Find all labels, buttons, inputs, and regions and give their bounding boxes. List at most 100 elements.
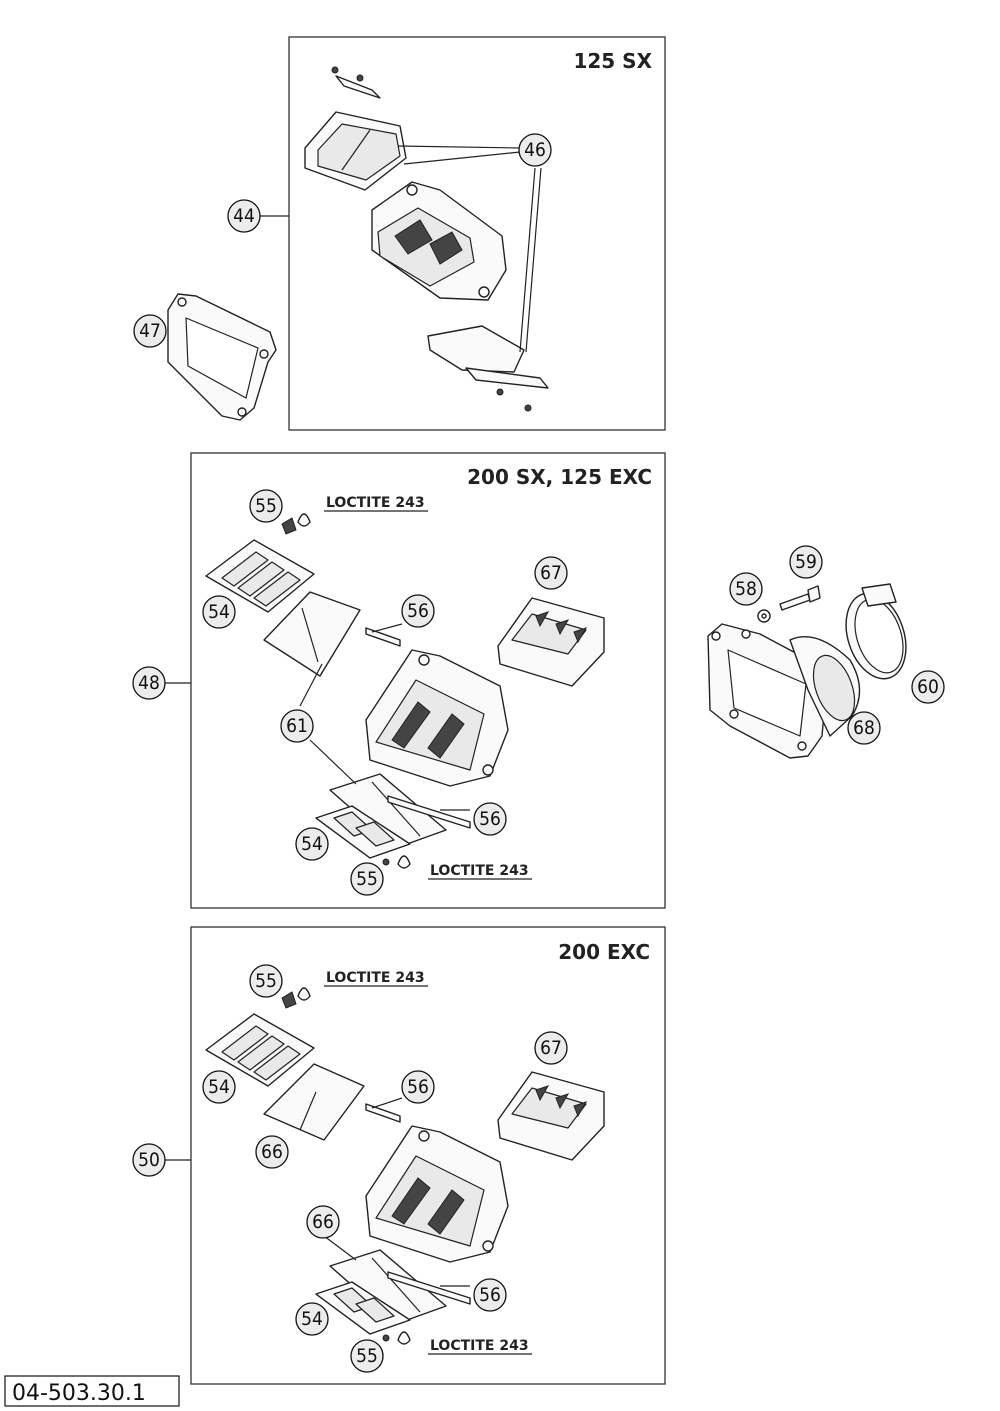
pin-lower-200exc: [387, 1271, 471, 1305]
reed-cover-200exc: [497, 1071, 605, 1161]
leader-56-upper: [371, 623, 403, 633]
reed-petal-lower: [427, 325, 549, 412]
screw-and-loctite-bottom-200exc: [382, 1331, 411, 1345]
svg-text:55: 55: [356, 868, 378, 890]
svg-text:66: 66: [261, 1141, 283, 1163]
reed-gasket: [167, 293, 277, 421]
callout-59[interactable]: 59: [789, 545, 823, 579]
svg-text:67: 67: [540, 562, 562, 584]
leader-46-a: [397, 145, 521, 149]
intake-flange: [707, 623, 861, 759]
panel-200exc-title: 200 EXC: [558, 940, 650, 964]
callout-54-c[interactable]: 54: [202, 1070, 236, 1104]
svg-text:56: 56: [407, 600, 429, 622]
callout-66-a[interactable]: 66: [255, 1135, 289, 1169]
panel-200sx-title: 200 SX, 125 EXC: [467, 465, 652, 489]
callout-55-a[interactable]: 55: [249, 489, 283, 523]
callout-47[interactable]: 47: [133, 314, 167, 348]
svg-text:56: 56: [479, 808, 501, 830]
pin-lower: [387, 795, 471, 829]
callout-67-b[interactable]: 67: [534, 1031, 568, 1065]
washer: [757, 609, 771, 623]
leader-66-lower: [323, 1235, 357, 1261]
callout-56-c[interactable]: 56: [401, 1070, 435, 1104]
callout-55-b[interactable]: 55: [350, 862, 384, 896]
top-reed-stop-plate: [331, 66, 381, 99]
loctite-label-3: LOCTITE 243: [326, 970, 425, 986]
callout-56-b[interactable]: 56: [473, 802, 507, 836]
leader-56-upper-200exc: [371, 1097, 403, 1109]
reed-cover-200sx: [497, 597, 605, 687]
leader-61-upper: [299, 663, 323, 707]
callout-56-d[interactable]: 56: [473, 1278, 507, 1312]
hose-clamp: [845, 583, 907, 680]
callout-55-d[interactable]: 55: [350, 1339, 384, 1373]
svg-text:56: 56: [407, 1076, 429, 1098]
svg-text:55: 55: [255, 495, 277, 517]
reference-number: 04-503.30.1: [12, 1381, 146, 1406]
reed-block-200exc: [365, 1125, 509, 1263]
reed-block-200sx: [365, 649, 509, 787]
callout-46[interactable]: 46: [518, 133, 552, 167]
screw-and-loctite-top: [281, 513, 311, 535]
svg-text:47: 47: [139, 320, 161, 342]
svg-text:54: 54: [301, 1308, 323, 1330]
reed-petal-upper: [304, 111, 407, 191]
leader-46-c: [519, 167, 536, 353]
reed-petal-upper-200exc: [263, 1063, 365, 1141]
reed-stop-plate-upper-200exc: [205, 1013, 315, 1087]
leader-61-lower: [309, 739, 357, 785]
callout-60[interactable]: 60: [911, 670, 945, 704]
svg-text:56: 56: [479, 1284, 501, 1306]
svg-text:68: 68: [853, 717, 875, 739]
callout-61[interactable]: 61: [280, 709, 314, 743]
reed-stop-plate-lower-200exc: [315, 1281, 411, 1335]
svg-text:58: 58: [735, 578, 757, 600]
callout-54-a[interactable]: 54: [202, 595, 236, 629]
svg-text:60: 60: [917, 676, 939, 698]
reed-petal-upper-200sx: [263, 591, 361, 677]
callout-58[interactable]: 58: [729, 572, 763, 606]
leader-46-b: [403, 151, 521, 165]
svg-text:54: 54: [208, 601, 230, 623]
svg-text:44: 44: [233, 205, 255, 227]
svg-text:67: 67: [540, 1037, 562, 1059]
callout-50[interactable]: 50: [132, 1143, 166, 1177]
callout-68[interactable]: 68: [847, 711, 881, 745]
svg-text:54: 54: [301, 833, 323, 855]
pin-upper-200exc: [365, 1103, 401, 1123]
svg-text:61: 61: [286, 715, 308, 737]
pin-upper: [365, 627, 401, 647]
reed-valve-body: [371, 181, 507, 301]
svg-text:54: 54: [208, 1076, 230, 1098]
callout-48[interactable]: 48: [132, 666, 166, 700]
panel-125sx: 125 SX: [167, 36, 666, 431]
leader-46-d: [525, 167, 542, 353]
intake-flange-group: [707, 583, 907, 759]
callout-56-a[interactable]: 56: [401, 594, 435, 628]
callout-44[interactable]: 44: [227, 199, 261, 233]
svg-text:59: 59: [795, 551, 817, 573]
svg-text:48: 48: [138, 672, 160, 694]
svg-text:46: 46: [524, 139, 546, 161]
reference-number-box: 04-503.30.1: [4, 1375, 180, 1407]
callout-54-b[interactable]: 54: [295, 827, 329, 861]
callout-67-a[interactable]: 67: [534, 556, 568, 590]
callout-54-d[interactable]: 54: [295, 1302, 329, 1336]
loctite-label-1: LOCTITE 243: [326, 495, 425, 511]
loctite-label-2: LOCTITE 243: [430, 863, 529, 879]
screw-and-loctite-top-200exc: [281, 987, 311, 1009]
reed-stop-plate-upper: [205, 539, 315, 613]
svg-text:50: 50: [138, 1149, 160, 1171]
callout-66-b[interactable]: 66: [306, 1205, 340, 1239]
callout-55-c[interactable]: 55: [249, 964, 283, 998]
reed-stop-plate-lower: [315, 805, 411, 859]
panel-200sx-frame: [190, 452, 666, 909]
svg-text:55: 55: [356, 1345, 378, 1367]
panel-125sx-title: 125 SX: [573, 49, 652, 73]
svg-text:55: 55: [255, 970, 277, 992]
svg-text:66: 66: [312, 1211, 334, 1233]
panel-125sx-frame: [288, 36, 666, 431]
panel-200exc-frame: [190, 926, 666, 1385]
